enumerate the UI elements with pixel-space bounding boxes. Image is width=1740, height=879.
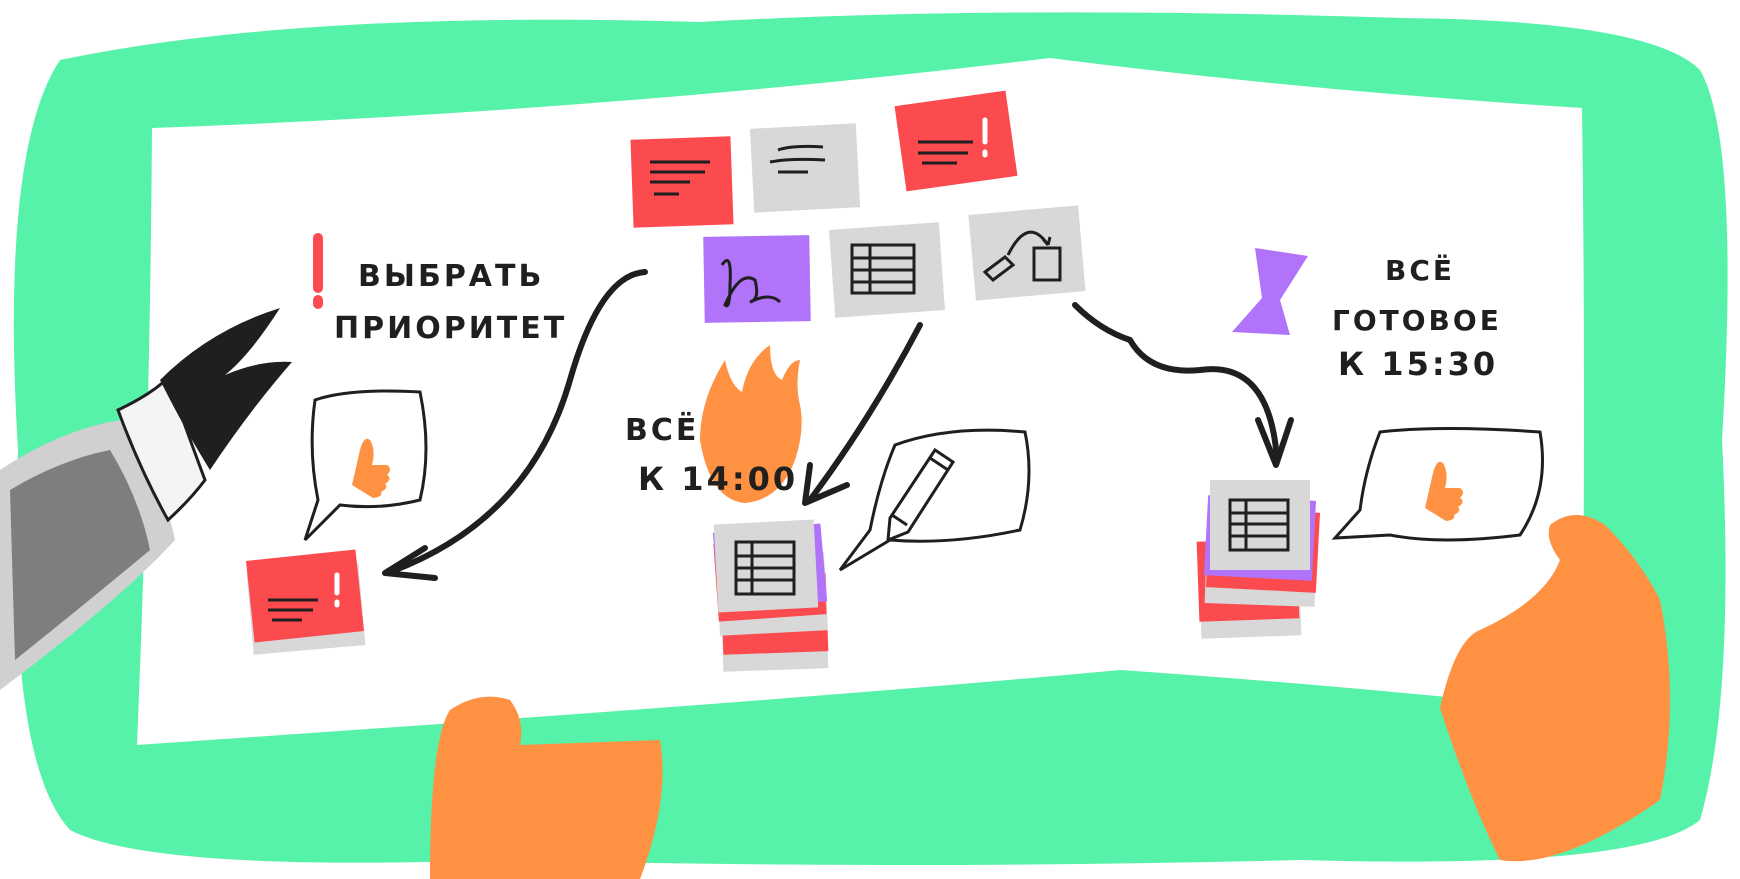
arrow-to-left-stack	[387, 269, 648, 575]
card-stack-right	[1196, 480, 1321, 639]
deadline-right-line3: К 15:30	[1338, 345, 1498, 383]
card-gray-diagram	[968, 205, 1086, 301]
pencil-icon	[886, 447, 956, 543]
card-gray-1	[749, 123, 861, 213]
card-stack-left	[246, 549, 366, 655]
arrow-to-right-stack	[1072, 302, 1280, 463]
hourglass-icon	[1232, 248, 1308, 335]
priority-label-line1: ВЫБРАТЬ	[358, 259, 544, 294]
signature-icon	[720, 259, 782, 308]
hand-right	[1440, 515, 1670, 862]
fire-icon	[700, 345, 802, 503]
speech-bubble-left	[303, 389, 428, 542]
speech-bubble-right	[1331, 427, 1544, 542]
table-icon	[850, 243, 916, 295]
deadline-left-line1: ВСЁ	[625, 412, 699, 448]
table-icon	[734, 540, 796, 596]
deadline-left-line2: К 14:00	[638, 460, 798, 498]
priority-label-line2: ПРИОРИТЕТ	[334, 311, 567, 346]
card-stack-middle	[712, 519, 829, 672]
hand-bottom-left	[430, 696, 663, 879]
pointing-arm	[0, 308, 292, 690]
arrow-to-middle-stack	[807, 322, 923, 503]
card-gray-table	[829, 222, 945, 318]
deadline-right-line2: ГОТОВОЕ	[1332, 304, 1502, 337]
diagram-icon	[982, 230, 1062, 282]
table-icon	[1228, 498, 1290, 552]
card-red-1	[630, 136, 734, 228]
speech-bubble-middle	[838, 428, 1031, 572]
thumbs-up-icon	[352, 438, 390, 498]
card-purple-signature	[703, 235, 811, 323]
deadline-right-line1: ВСЁ	[1385, 253, 1455, 287]
card-red-2	[894, 90, 1018, 192]
thumbs-up-icon	[1425, 461, 1463, 521]
